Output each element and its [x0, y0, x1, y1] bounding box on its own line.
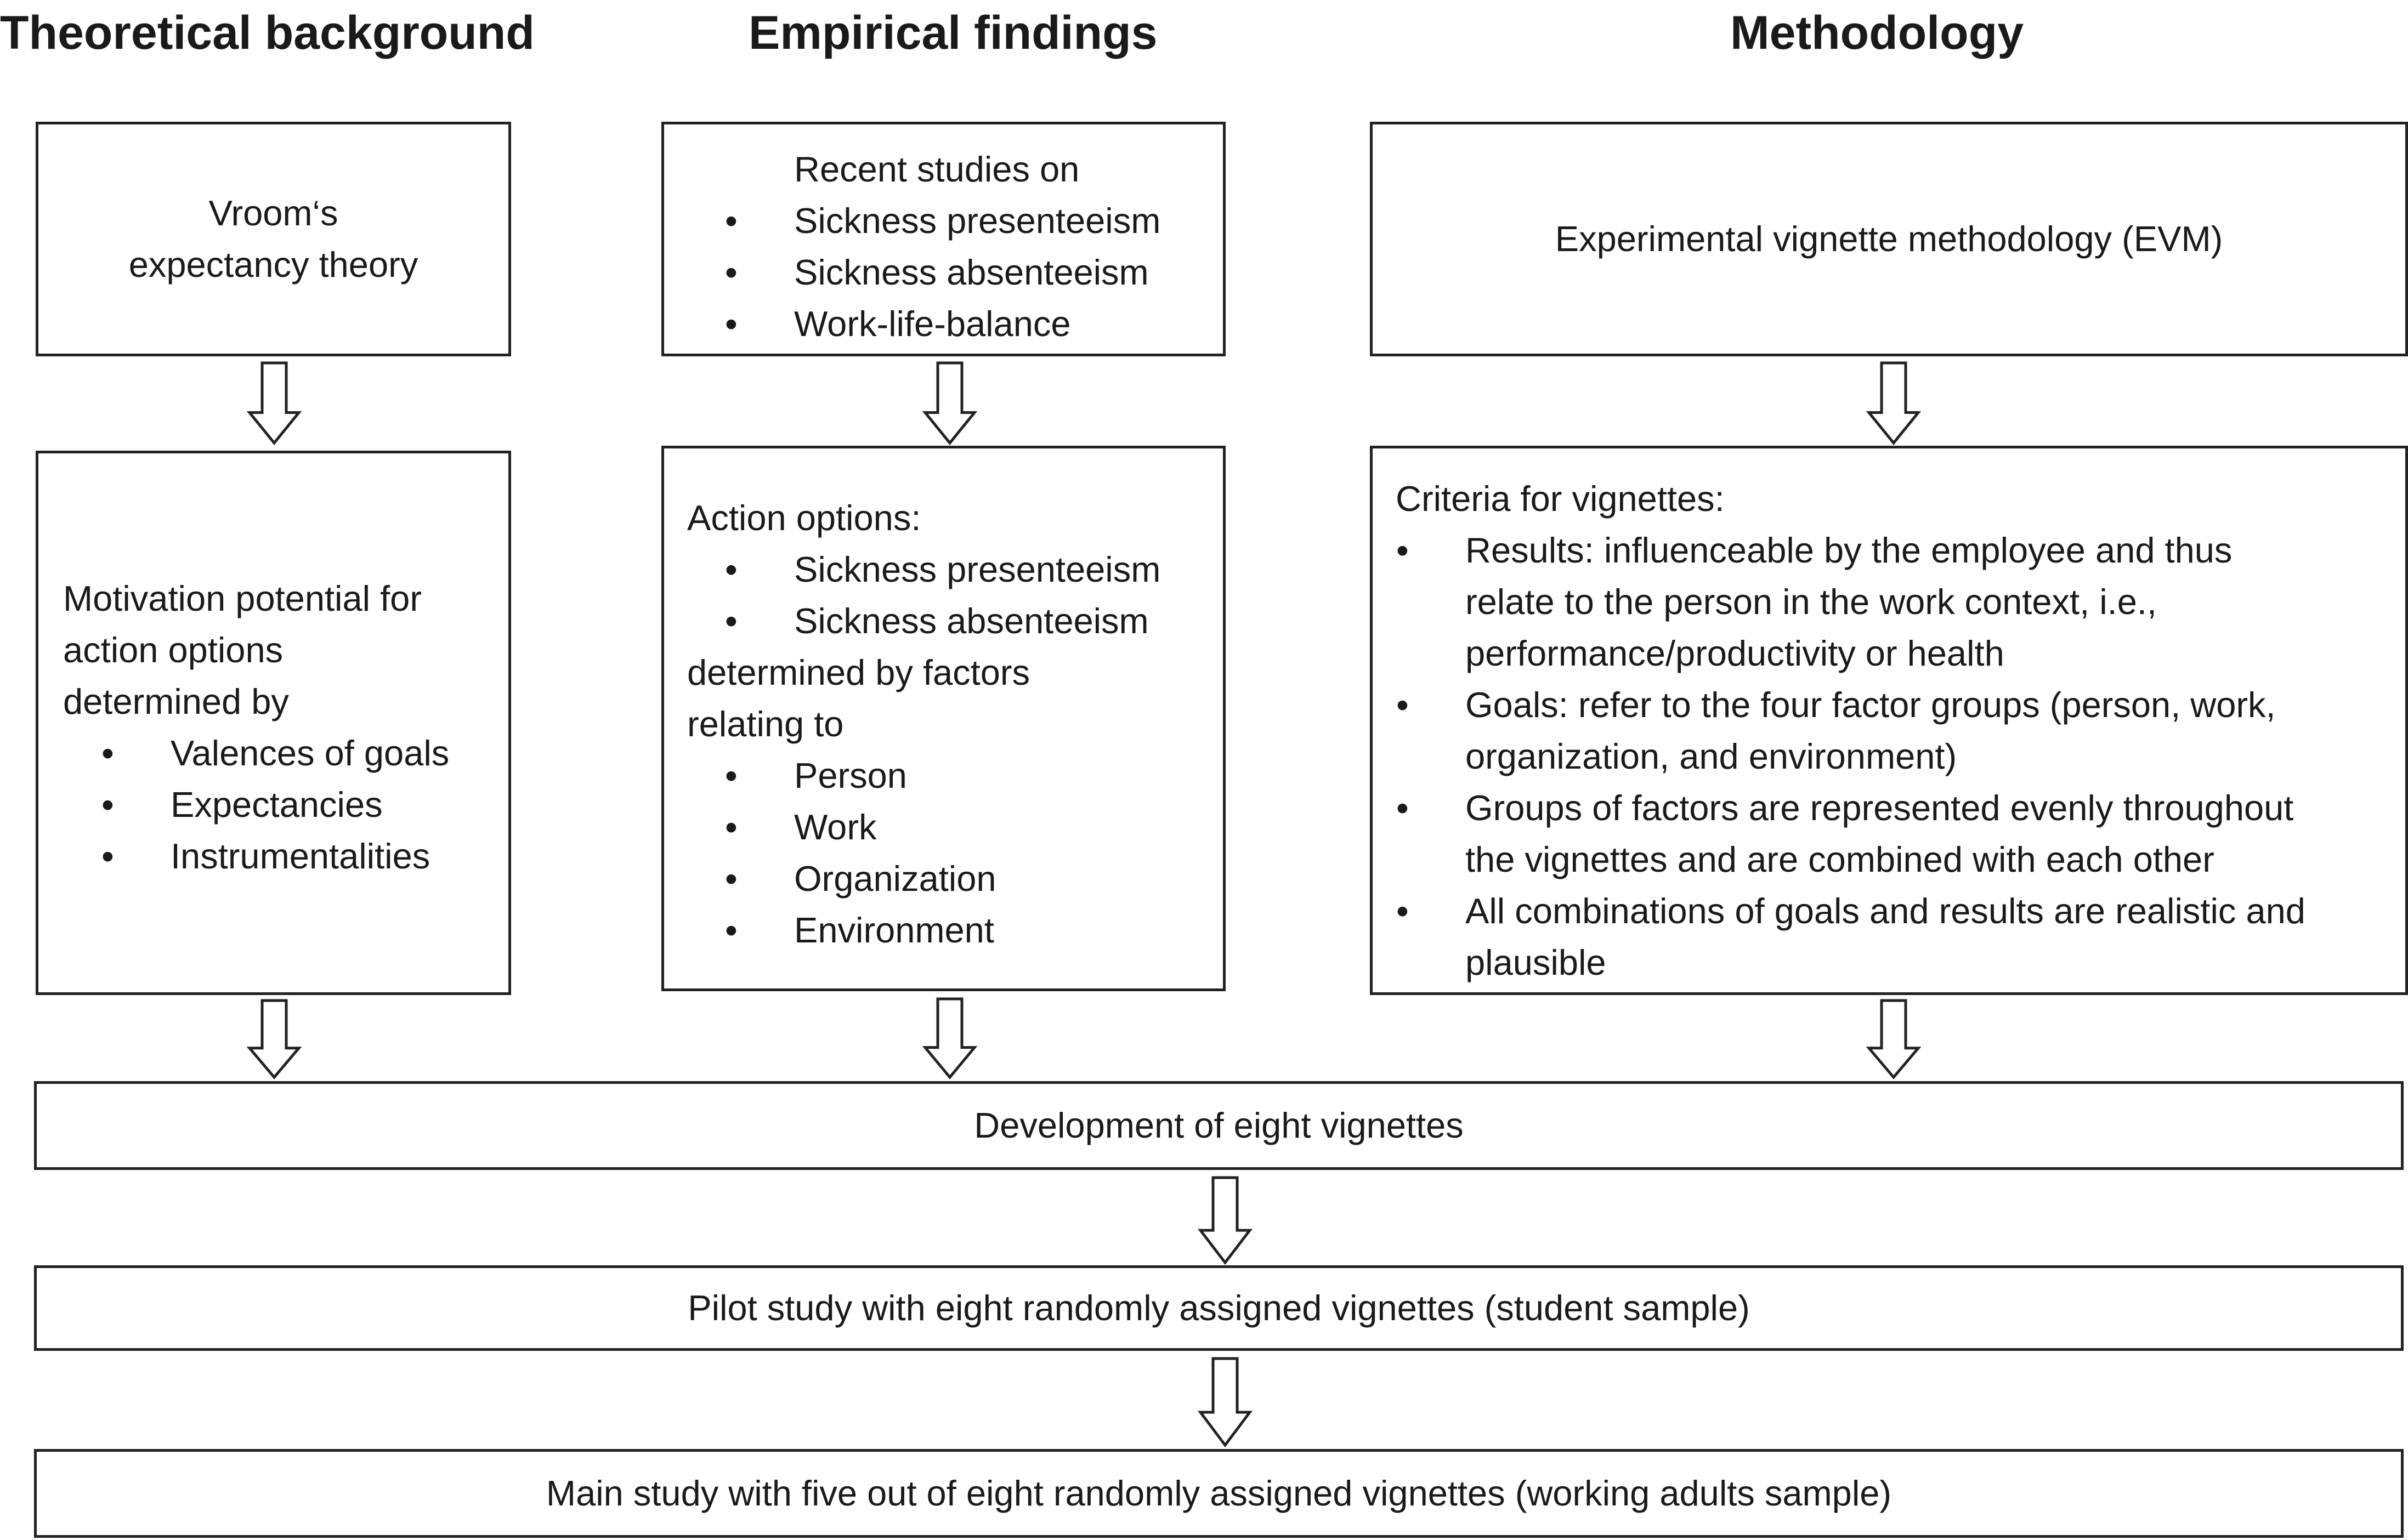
vroom-line-2: expectancy theory — [128, 245, 418, 285]
development-label: Development of eight vignettes — [974, 1105, 1464, 1145]
criteria-list: Results: influenceable by the employee a… — [1396, 525, 2405, 988]
arrow-empirical-bottom — [922, 997, 978, 1079]
list-item: Work-life-balance — [725, 298, 1223, 350]
factor-list: Person Work Organization Environment — [687, 750, 1223, 956]
arrow-method-top — [1866, 361, 1922, 445]
arrow-pilot-to-main — [1198, 1357, 1253, 1448]
arrow-empirical-top — [922, 361, 978, 445]
box-action-options: Action options: Sickness presenteeism Si… — [661, 446, 1226, 991]
list-item: Sickness absenteeism — [725, 247, 1223, 298]
box-pilot-study: Pilot study with eight randomly assigned… — [34, 1265, 2404, 1351]
vroom-line-1: Vroom‘s — [208, 193, 338, 233]
heading-methodology: Methodology — [1730, 6, 2024, 59]
list-item: Goals: refer to the four factor groups (… — [1396, 679, 2405, 782]
heading-theoretical-background: Theoretical background — [0, 6, 535, 59]
determined-by-line-2: relating to — [687, 704, 844, 744]
list-item: Organization — [725, 853, 1223, 905]
box-development-of-vignettes: Development of eight vignettes — [34, 1081, 2404, 1170]
list-item: Results: influenceable by the employee a… — [1396, 525, 2405, 679]
motivation-line-3: determined by — [63, 681, 289, 721]
arrow-development-to-pilot — [1197, 1176, 1253, 1265]
criteria-intro: Criteria for vignettes: — [1396, 479, 1725, 519]
main-study-label: Main study with five out of eight random… — [546, 1473, 1892, 1513]
list-item: Environment — [725, 905, 1223, 956]
box-evm: Experimental vignette methodology (EVM) — [1370, 122, 2408, 356]
list-item: Instrumentalities — [101, 831, 508, 882]
list-item: Work — [725, 802, 1223, 853]
action-options-list: Sickness presenteeism Sickness absenteei… — [687, 544, 1223, 647]
motivation-line-1: Motivation potential for — [63, 578, 422, 618]
motivation-line-2: action options — [63, 630, 284, 670]
heading-empirical-findings: Empirical findings — [749, 6, 1158, 59]
list-item: All combinations of goals and results ar… — [1396, 885, 2405, 988]
arrow-method-bottom — [1866, 999, 1922, 1079]
box-motivation-potential: Motivation potential for action options … — [36, 451, 511, 995]
arrow-theory-bottom — [246, 999, 302, 1079]
list-item: Expectancies — [101, 779, 508, 831]
box-vroom-expectancy-theory: Vroom‘s expectancy theory — [36, 122, 511, 356]
box-recent-studies: Recent studies on Sickness presenteeism … — [661, 122, 1226, 356]
recent-studies-list: Sickness presenteeism Sickness absenteei… — [664, 195, 1223, 350]
list-item: Person — [725, 750, 1223, 802]
list-item: Sickness presenteeism — [725, 195, 1223, 247]
pilot-label: Pilot study with eight randomly assigned… — [688, 1288, 1750, 1328]
list-item: Valences of goals — [101, 728, 508, 779]
action-options-intro: Action options: — [687, 498, 921, 538]
list-item: Sickness absenteeism — [725, 595, 1223, 647]
list-item: Sickness presenteeism — [725, 544, 1223, 595]
determined-by-line-1: determined by factors — [687, 652, 1030, 692]
motivation-list: Valences of goals Expectancies Instrumen… — [63, 728, 508, 882]
box-main-study: Main study with five out of eight random… — [34, 1449, 2404, 1538]
arrow-theory-top — [246, 361, 302, 445]
list-item: Groups of factors are represented evenly… — [1396, 782, 2405, 885]
recent-studies-intro: Recent studies on — [794, 149, 1080, 189]
box-criteria-for-vignettes: Criteria for vignettes: Results: influen… — [1370, 446, 2408, 995]
evm-label: Experimental vignette methodology (EVM) — [1555, 219, 2223, 259]
